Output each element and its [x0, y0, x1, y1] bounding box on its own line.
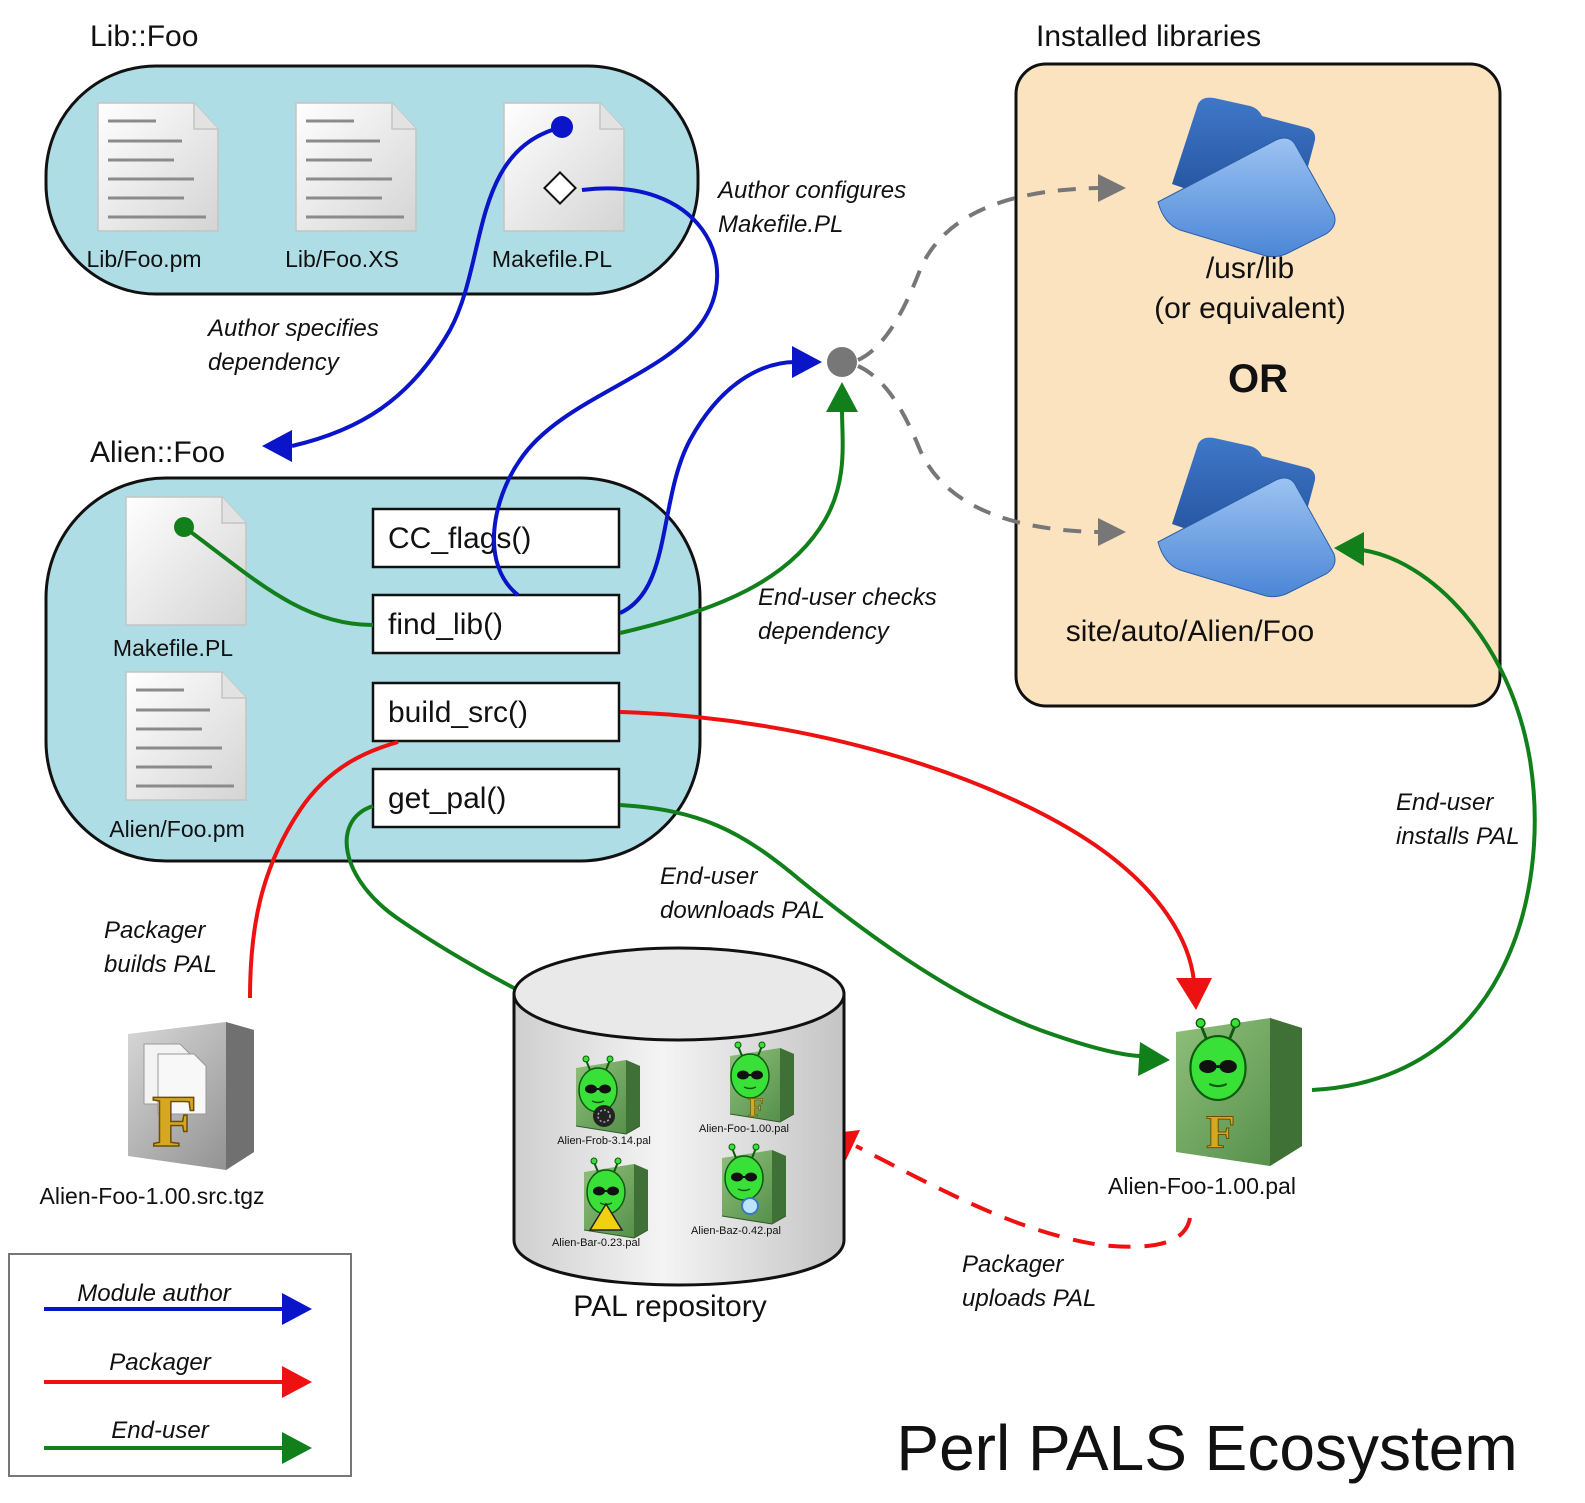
svg-text:F: F: [748, 1093, 764, 1122]
author-specifies-connector: [291, 125, 563, 448]
annotation-text: uploads PAL: [962, 1285, 1096, 1312]
package-icon: [575, 1055, 641, 1135]
arrowhead: [282, 1293, 312, 1325]
file-label: Alien/Foo.pm: [109, 816, 245, 842]
annotation-text: dependency: [758, 618, 891, 645]
database-icon: [512, 946, 846, 1287]
document-icon: [96, 101, 220, 233]
legend-label: Module author: [77, 1280, 231, 1307]
function-label: CC_flags(): [388, 522, 531, 555]
installed-container: [1014, 62, 1502, 708]
or-label: OR: [1228, 357, 1288, 401]
annotation-text: End-user checks: [758, 584, 937, 611]
get-pal-connector: [619, 803, 1141, 1058]
annotation-text: builds PAL: [104, 951, 217, 978]
file-label: Lib/Foo.pm: [86, 246, 201, 272]
arrowhead: [1176, 978, 1212, 1010]
lib-foo-heading: Lib::Foo: [90, 20, 198, 53]
end-user-checks-connector: [619, 409, 845, 635]
annotation-text: Packager: [104, 917, 206, 944]
port-dot: [551, 116, 573, 138]
function-label: find_lib(): [388, 608, 503, 641]
dependency-junction: [827, 347, 857, 377]
alien-foo-heading: Alien::Foo: [90, 436, 225, 469]
repository-label: PAL repository: [573, 1290, 766, 1323]
package-icon: [583, 1157, 649, 1239]
diagram-title: Perl PALS Ecosystem: [896, 1412, 1517, 1484]
annotation-text: Makefile.PL: [718, 211, 843, 238]
function-box: [371, 681, 621, 743]
arrowhead: [262, 430, 292, 462]
packager-builds-connector: [248, 740, 399, 999]
source-archive-icon: F: [128, 1022, 254, 1170]
annotation-text: End-user: [1396, 789, 1494, 816]
arrowhead: [282, 1366, 312, 1398]
arrowhead: [1098, 518, 1126, 546]
install-target-branch: [857, 186, 1099, 534]
find-lib-connector: [619, 360, 797, 615]
legend-label: End-user: [111, 1417, 209, 1444]
annotation-text: Author specifies: [206, 315, 379, 342]
annotation-text: dependency: [208, 349, 341, 376]
package-icon: F: [1176, 1017, 1302, 1166]
arrowhead: [826, 382, 858, 412]
makefile-find-lib-connector: [182, 525, 374, 627]
svg-text:F: F: [1206, 1106, 1235, 1159]
built-pal-label: Alien-Foo-1.00.pal: [1108, 1173, 1296, 1199]
package-label: Alien-Foo-1.00.pal: [699, 1123, 789, 1135]
annotations: Author configures Makefile.PL Author spe…: [104, 177, 1520, 1312]
source-archive-label: Alien-Foo-1.00.src.tgz: [40, 1183, 265, 1209]
legend: Module author Packager End-user: [8, 1253, 352, 1477]
annotation-text: installs PAL: [1396, 823, 1520, 850]
file-label: Makefile.PL: [113, 635, 233, 661]
install-option-note: (or equivalent): [1154, 292, 1346, 325]
arrowhead: [1138, 1042, 1170, 1076]
package-label: Alien-Frob-3.14.pal: [557, 1135, 651, 1147]
package-icon: [721, 1143, 787, 1225]
arrowhead: [282, 1432, 312, 1464]
package-label: Alien-Bar-0.23.pal: [552, 1237, 640, 1249]
file-label: Lib/Foo.XS: [285, 246, 399, 272]
arrowhead: [1334, 532, 1364, 566]
packager-uploads-connector: [855, 1144, 1192, 1249]
annotation-text: Author configures: [716, 177, 906, 204]
installed-heading: Installed libraries: [1036, 20, 1261, 53]
diamond-port-icon: [543, 171, 577, 205]
function-box: [371, 767, 621, 829]
file-label: Makefile.PL: [492, 246, 612, 272]
install-option-path: site/auto/Alien/Foo: [1066, 615, 1314, 648]
package-label: Alien-Baz-0.42.pal: [691, 1225, 781, 1237]
author-configures-connector: [491, 186, 720, 597]
arrowhead: [792, 346, 822, 378]
svg-text:F: F: [152, 1081, 197, 1163]
annotation-text: downloads PAL: [660, 897, 825, 924]
annotation-text: Packager: [962, 1251, 1064, 1278]
annotation-text: End-user: [660, 863, 758, 890]
document-icon: [294, 101, 418, 233]
arrowhead: [1098, 174, 1126, 202]
function-label: get_pal(): [388, 782, 506, 815]
function-label: build_src(): [388, 696, 528, 729]
build-src-connector: [619, 710, 1196, 983]
document-icon: [124, 670, 248, 802]
legend-label: Packager: [109, 1349, 211, 1376]
package-icon: F: [729, 1041, 795, 1123]
end-user-installs-connector: [1311, 548, 1537, 1092]
install-option-path: /usr/lib: [1206, 252, 1294, 285]
